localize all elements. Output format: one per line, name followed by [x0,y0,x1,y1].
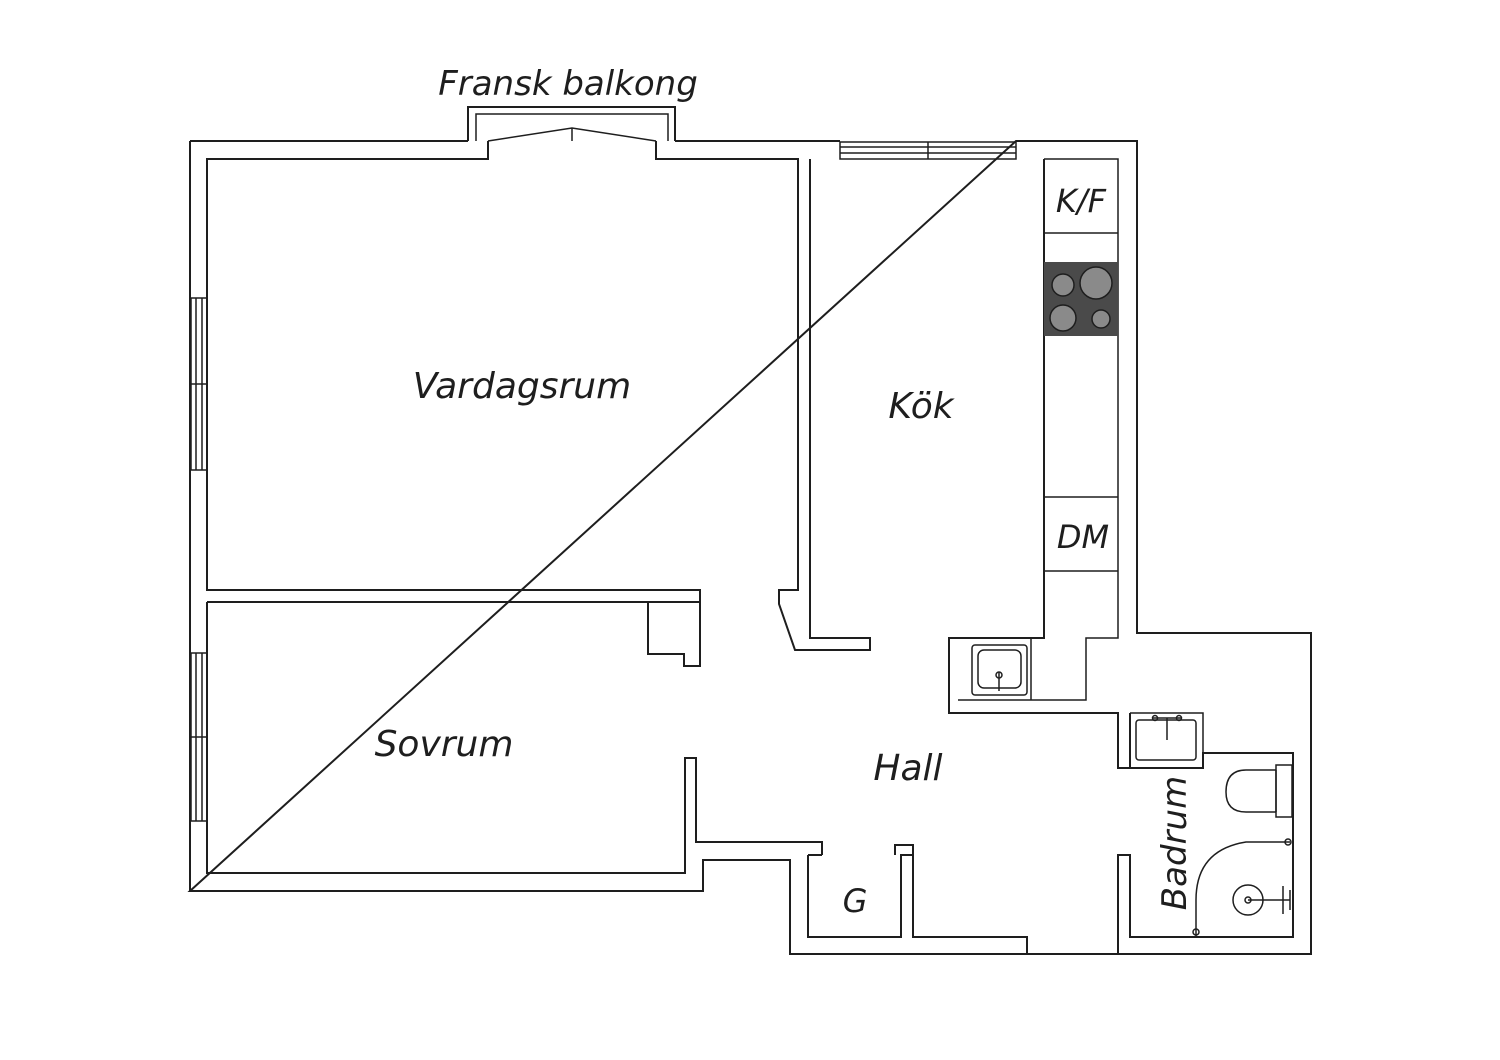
kitchen-window [839,141,1017,160]
bathroom-walls [1117,712,1294,954]
toilet-icon [1225,764,1293,818]
stove-icon [1044,262,1118,336]
kitchen-sink-icon [971,644,1028,696]
outer-walls [187,140,1312,955]
left-windows [190,297,208,822]
wardrobe-walls [807,844,1028,954]
dishwasher-label: DM [1057,518,1109,556]
outer-wall-outline [187,140,1312,955]
hall-label: Hall [873,748,942,789]
living-room-label: Vardagsrum [413,366,631,407]
shower-icon [1192,838,1292,937]
kitchen-counter [948,158,1130,769]
wardrobe-label: G [843,882,868,920]
french-balcony [467,106,676,142]
balcony-label: Fransk balkong [438,64,698,104]
bedroom-walls [206,602,823,874]
kitchen-label: Kök [888,386,955,427]
washbasin-icon [1135,714,1197,761]
bedroom-label: Sovrum [375,724,514,765]
fridge-freezer-label: K/F [1056,182,1107,220]
bathroom-label: Badrum [1155,776,1195,910]
